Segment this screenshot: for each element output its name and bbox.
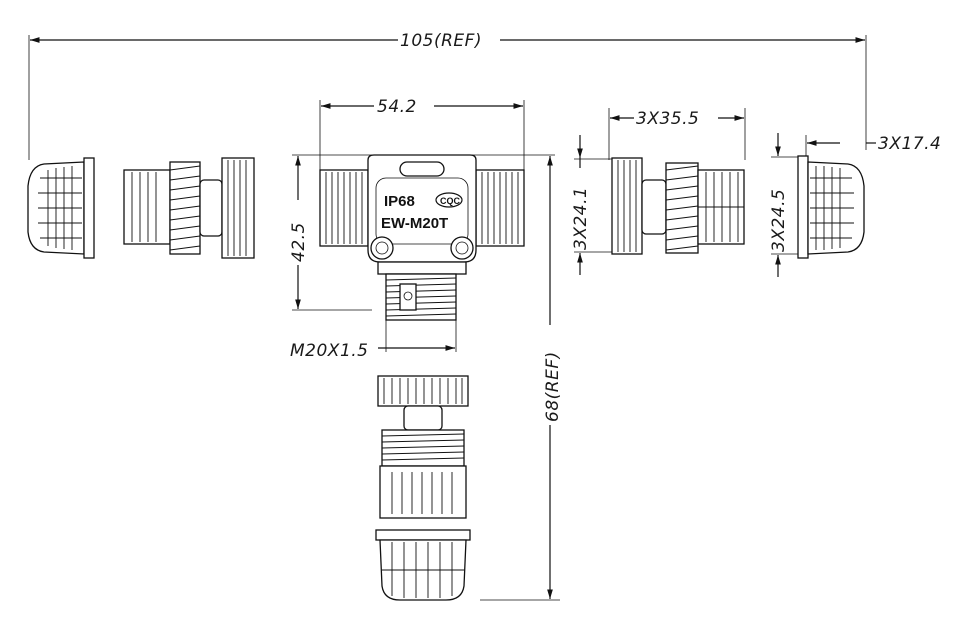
connector-length-label: 3X35.5 — [636, 109, 699, 129]
t-body: IP68 CQC EW-M20T — [319, 154, 525, 321]
body-width-label: 54.2 — [377, 97, 417, 117]
rating-mark: IP68 — [384, 193, 415, 210]
body-height-label: 42.5 — [289, 222, 309, 262]
connector-diameter-label: 3X24.1 — [571, 187, 591, 250]
left-sealing-cap — [27, 157, 95, 259]
dim-cap-length: 3X17.4 — [805, 134, 941, 160]
dim-overall-height: 68(REF) — [480, 156, 563, 601]
nut-diameter-label: 3X24.5 — [769, 189, 789, 252]
right-connector — [611, 157, 745, 255]
dim-overall-length: 105(REF) — [28, 31, 867, 160]
overall-height-label: 68(REF) — [543, 351, 563, 422]
right-sealing-cap — [797, 155, 865, 259]
cert-mark: CQC — [440, 196, 461, 206]
left-connector — [123, 157, 255, 259]
bottom-sealing-cap — [375, 529, 471, 601]
dim-body-width: 54.2 — [319, 97, 525, 175]
thread-label: M20X1.5 — [290, 341, 368, 361]
dim-nut-diameter: 3X24.5 — [769, 133, 808, 277]
dim-connector-length: 3X35.5 — [608, 108, 746, 160]
cap-length-label: 3X17.4 — [878, 134, 941, 154]
bottom-connector — [377, 375, 469, 519]
dim-thread: M20X1.5 — [290, 320, 457, 361]
dim-connector-diameter: 3X24.1 — [571, 135, 612, 275]
model-mark: EW-M20T — [381, 215, 448, 232]
overall-length-label: 105(REF) — [400, 31, 482, 51]
